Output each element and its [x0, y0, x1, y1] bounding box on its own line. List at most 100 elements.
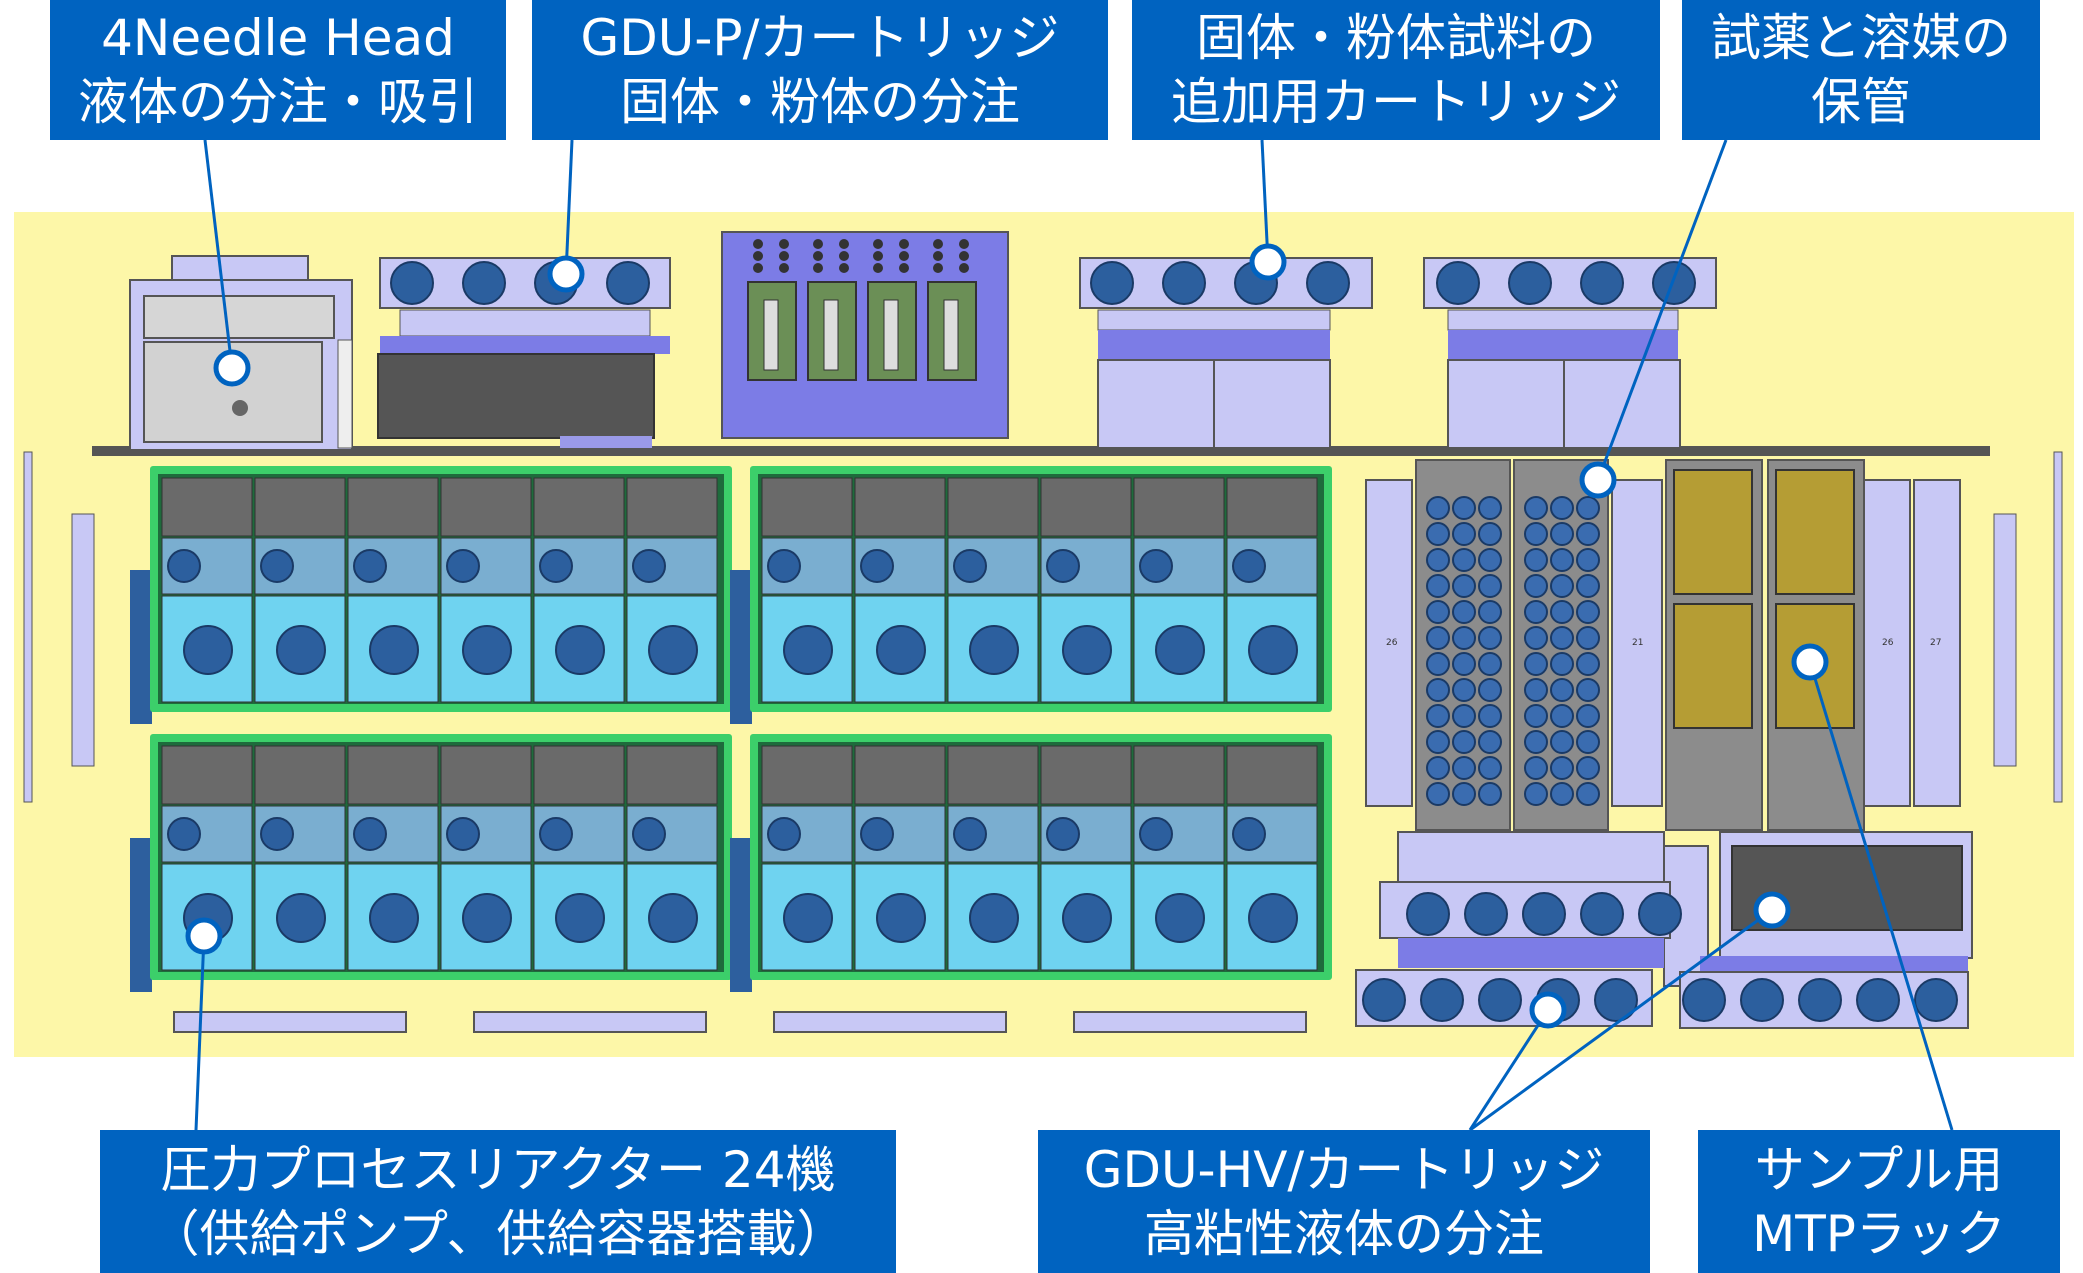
callout-gdu-p-line2: 固体・粉体の分注	[620, 73, 1020, 131]
callout-mtp-rack-line1: サンプル用	[1754, 1140, 2004, 1199]
reagent-vial	[1550, 730, 1574, 754]
reactor-pump-vial	[1139, 817, 1173, 851]
reactor-pump-vial	[1046, 549, 1080, 583]
reagent-vial	[1452, 652, 1476, 676]
reactor-vessel-vial	[276, 625, 326, 675]
powder-cartridge-dot	[753, 239, 763, 249]
callout-needle-head-line1: 4Needle Head	[101, 9, 455, 67]
callout-mtp-rack: サンプル用 MTPラック	[1698, 1130, 2060, 1273]
reagent-vial	[1576, 730, 1600, 754]
reactor-vessel-vial	[1248, 893, 1298, 943]
powder-cartridge-dot	[873, 251, 883, 261]
reactor-lid	[1040, 477, 1132, 537]
reagent-vial	[1550, 652, 1574, 676]
module-vial	[1306, 261, 1350, 305]
reagent-vial	[1478, 678, 1502, 702]
powder-cartridge-dot	[839, 263, 849, 273]
reactor-lid	[533, 745, 625, 805]
callout-gdu-hv-line1: GDU-HV/カートリッジ	[1083, 1140, 1605, 1199]
reagent-vial	[1478, 704, 1502, 728]
reactor-lid	[254, 477, 346, 537]
leader-lines	[194, 139, 1954, 1132]
module-vial-rows	[390, 239, 1958, 1022]
powder-cartridge-dot	[779, 251, 789, 261]
reagent-vial	[1550, 678, 1574, 702]
reactor-vessel-vial	[183, 625, 233, 675]
powder-cartridge-dot	[813, 239, 823, 249]
reagent-vial	[1550, 574, 1574, 598]
powder-cartridge-dot	[813, 263, 823, 273]
station-label-26a: 26	[1386, 638, 1398, 648]
reactor-pump-vial	[260, 817, 294, 851]
module-vial	[606, 261, 650, 305]
reactor-lid	[347, 477, 439, 537]
module-vial	[1522, 892, 1566, 936]
module-vial	[1652, 261, 1696, 305]
reactor-lid	[947, 745, 1039, 805]
reagent-vial	[1426, 652, 1450, 676]
reagent-vial	[1478, 600, 1502, 624]
reactor-block-side	[730, 570, 752, 724]
reactor-lid	[854, 477, 946, 537]
reagent-vial	[1576, 548, 1600, 572]
reactor-pump-vial	[632, 549, 666, 583]
right-side-bar	[2053, 451, 2063, 803]
reactor-vessel-vial	[648, 893, 698, 943]
reactor-lid	[254, 745, 346, 805]
callout-mtp-rack-line2: MTPラック	[1752, 1204, 2006, 1263]
reagent-vial	[1478, 626, 1502, 650]
reagent-vial	[1452, 548, 1476, 572]
powder-cartridge-dot	[753, 263, 763, 273]
reactor-vessel	[254, 863, 346, 971]
reagent-vial	[1524, 574, 1548, 598]
powder-cartridge-dot	[873, 263, 883, 273]
solid-sample-cartridge-module	[1079, 257, 1373, 449]
callout-reagent-storage: 試薬と溶媒の 保管	[1682, 0, 2040, 140]
reactor-lid	[440, 477, 532, 537]
reactor-vessel-vial	[783, 625, 833, 675]
reactor-lid	[1133, 745, 1225, 805]
reactor-vessel-vial	[1155, 625, 1205, 675]
reactor-block	[130, 734, 732, 992]
reactor-pump-vial	[632, 817, 666, 851]
reagent-vial	[1426, 756, 1450, 780]
reactor-block	[130, 466, 732, 724]
callout-gdu-p: GDU-P/カートリッジ 固体・粉体の分注	[532, 0, 1108, 140]
reagent-vial	[1478, 548, 1502, 572]
gdu-p-module	[377, 257, 671, 448]
module-vial	[1478, 978, 1522, 1022]
reagent-vial	[1452, 600, 1476, 624]
reactor-vessel-vial	[1248, 625, 1298, 675]
reactor-vessel-vial	[876, 893, 926, 943]
reactor-vessel-vial	[555, 893, 605, 943]
reagent-vial	[1576, 756, 1600, 780]
module-vial	[390, 261, 434, 305]
callout-solid-cartridge: 固体・粉体試料の 追加用カートリッジ	[1132, 0, 1660, 140]
powder-cartridge-dot	[899, 239, 909, 249]
callout-solid-cartridge-line1: 固体・粉体試料の	[1196, 9, 1596, 67]
reagent-vial	[1524, 678, 1548, 702]
reagent-vial	[1426, 548, 1450, 572]
module-vial	[1638, 892, 1682, 936]
reactor-block	[730, 466, 1332, 724]
module-vial	[1406, 892, 1450, 936]
powder-cartridge-dot	[813, 251, 823, 261]
top-rail	[92, 446, 1990, 456]
reactor-pump-vial	[167, 549, 201, 583]
reagent-vial	[1426, 704, 1450, 728]
reactor-lid	[161, 477, 253, 537]
reactor-vessel	[1133, 595, 1225, 703]
module-vial	[1362, 978, 1406, 1022]
module-vial	[1090, 261, 1134, 305]
reactor-pump-vial	[260, 549, 294, 583]
module-vial	[1740, 978, 1784, 1022]
reactor-pump-vial	[767, 549, 801, 583]
reagent-vial	[1452, 626, 1476, 650]
reagent-vial	[1426, 678, 1450, 702]
reactor-lid	[161, 745, 253, 805]
reactor-pump-vial	[953, 549, 987, 583]
bottom-plate-3	[773, 1011, 1007, 1033]
reactor-lid	[761, 477, 853, 537]
reactor-pump-vial	[539, 817, 573, 851]
reagent-vial	[1576, 600, 1600, 624]
